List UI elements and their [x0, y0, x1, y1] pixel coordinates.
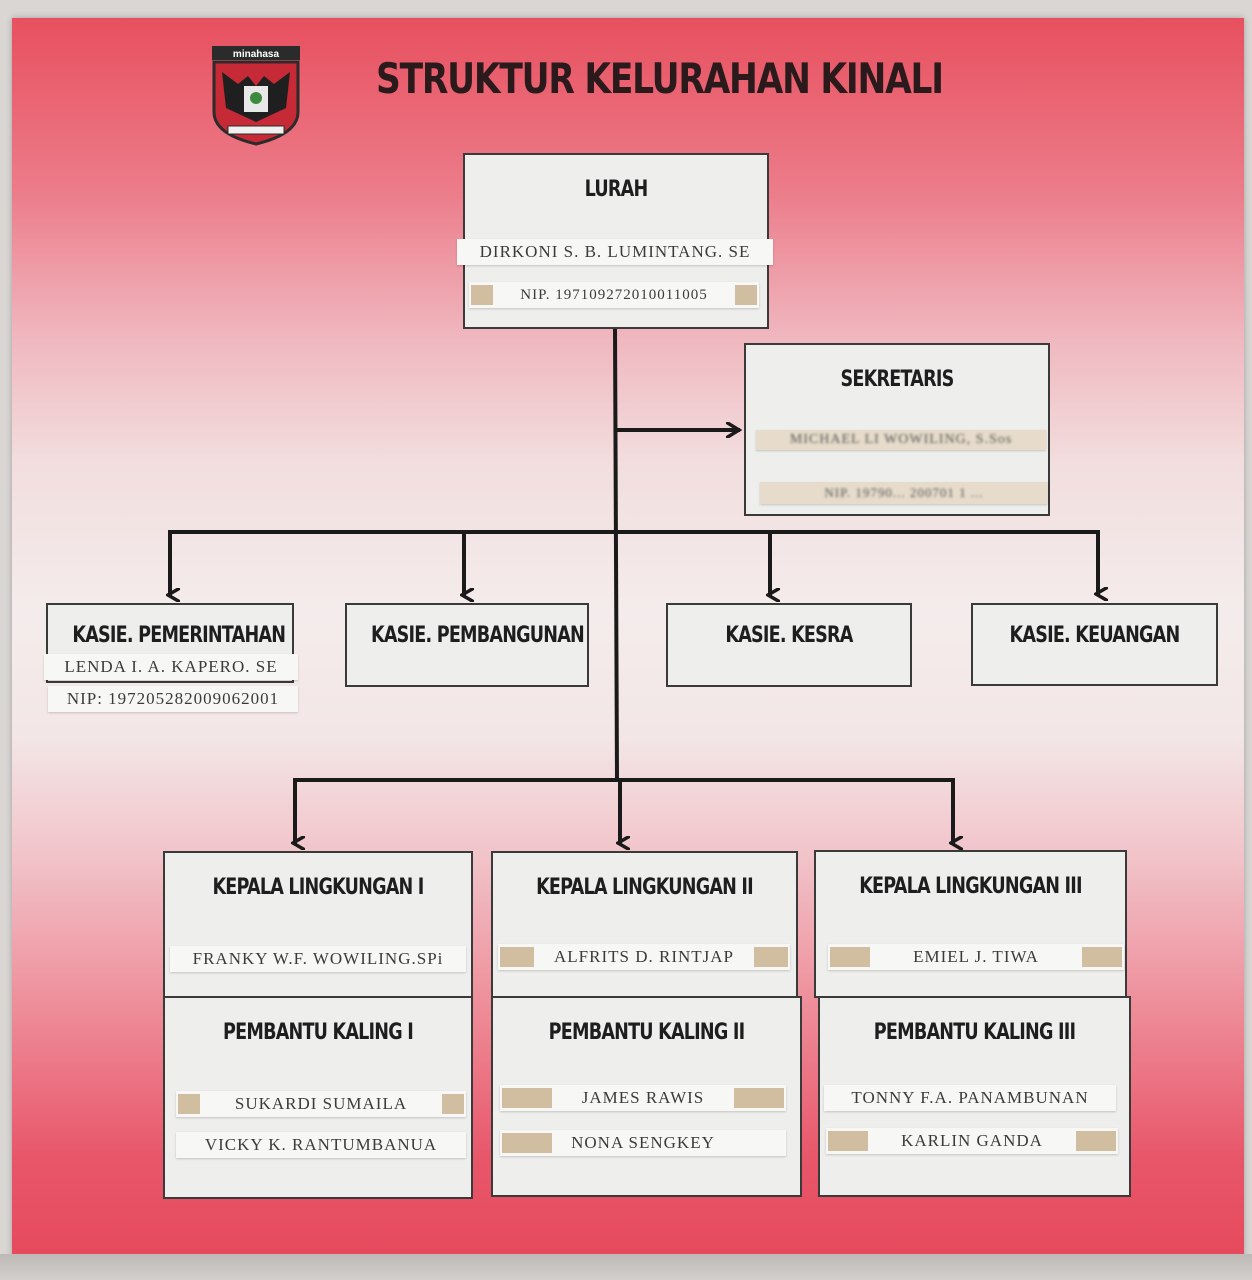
kepala-lingkungan-3-name: EMIEL J. TIWA [913, 947, 1039, 966]
kepala-lingkungan-3-box: KEPALA LINGKUNGAN III [814, 850, 1127, 998]
tape-decoration [502, 1088, 552, 1108]
pembantu-kaling-1-name-2-label: VICKY K. RANTUMBANUA [176, 1132, 466, 1158]
kasie-keuangan-box: KASIE. KEUANGAN [971, 603, 1218, 686]
tape-decoration [471, 285, 493, 305]
kasie-keuangan-title: KASIE. KEUANGAN [1009, 623, 1181, 648]
pembantu-kaling-2-name-1: JAMES RAWIS [581, 1088, 705, 1107]
pembantu-kaling-1-title: PEMBANTU KALING I [223, 1020, 414, 1045]
kepala-lingkungan-2-name-label: ALFRITS D. RINTJAP [498, 944, 790, 970]
kepala-lingkungan-3-name-label: EMIEL J. TIWA [828, 944, 1124, 970]
lurah-nip-label: NIP. 197109272010011005 [469, 282, 759, 308]
tape-decoration [735, 285, 757, 305]
lurah-name-label: DIRKONI S. B. LUMINTANG. SE [457, 239, 773, 265]
kepala-lingkungan-2-name: ALFRITS D. RINTJAP [554, 947, 734, 966]
kepala-lingkungan-3-title: KEPALA LINGKUNGAN III [859, 874, 1082, 899]
kepala-lingkungan-2-title: KEPALA LINGKUNGAN II [536, 875, 754, 900]
pembantu-kaling-3-name-2: KARLIN GANDA [901, 1131, 1043, 1150]
sekretaris-name: MICHAEL LI WOWILING, S.Sos [789, 432, 1013, 447]
tape-decoration [1076, 1131, 1116, 1151]
tape-decoration [500, 947, 534, 967]
pembantu-kaling-2-name-1-label: JAMES RAWIS [500, 1085, 786, 1111]
pembantu-kaling-2-title: PEMBANTU KALING II [548, 1020, 745, 1045]
kepala-lingkungan-1-name-label: FRANKY W.F. WOWILING.SPi [170, 946, 466, 972]
kasie-kesra-title: KASIE. KESRA [725, 623, 853, 648]
pembantu-kaling-3-name-1-label: TONNY F.A. PANAMBUNAN [824, 1085, 1116, 1111]
tape-decoration [442, 1094, 464, 1114]
pembantu-kaling-2-name-2-label: NONA SENGKEY [500, 1130, 786, 1156]
pembantu-kaling-2-name-2: NONA SENGKEY [571, 1133, 715, 1152]
kasie-kesra-box: KASIE. KESRA [666, 603, 912, 687]
tape-decoration [178, 1094, 200, 1114]
kasie-pemerintahan-nip: NIP: 197205282009062001 [66, 689, 280, 708]
pembantu-kaling-3-name-1: TONNY F.A. PANAMBUNAN [851, 1088, 1089, 1107]
kepala-lingkungan-2-box: KEPALA LINGKUNGAN II [491, 851, 798, 998]
tape-decoration [830, 947, 870, 967]
wall-background [0, 1254, 1252, 1280]
kepala-lingkungan-1-name: FRANKY W.F. WOWILING.SPi [192, 949, 444, 968]
pembantu-kaling-1-name-2: VICKY K. RANTUMBANUA [204, 1135, 438, 1154]
kepala-lingkungan-1-box: KEPALA LINGKUNGAN I [163, 851, 473, 998]
kasie-pemerintahan-name-label: LENDA I. A. KAPERO. SE [44, 654, 298, 680]
page-title: STRUKTUR KELURAHAN KINALI [376, 54, 944, 103]
pembantu-kaling-1-name-1-label: SUKARDI SUMAILA [176, 1091, 466, 1117]
kepala-lingkungan-1-title: KEPALA LINGKUNGAN I [212, 875, 424, 900]
kasie-pemerintahan-name: LENDA I. A. KAPERO. SE [64, 657, 278, 676]
kasie-pembangunan-title: KASIE. PEMBANGUNAN [371, 623, 585, 648]
tape-decoration [734, 1088, 784, 1108]
sekretaris-name-label: MICHAEL LI WOWILING, S.Sos [756, 430, 1046, 450]
kasie-pembangunan-box: KASIE. PEMBANGUNAN [345, 603, 589, 687]
sekretaris-title: SEKRETARIS [840, 367, 955, 392]
lurah-title: LURAH [584, 177, 649, 202]
pembantu-kaling-1-name-1: SUKARDI SUMAILA [234, 1094, 408, 1113]
sekretaris-nip: NIP. 19790... 200701 1 ... [824, 485, 984, 500]
svg-text:minahasa: minahasa [233, 49, 280, 60]
tape-decoration [754, 947, 788, 967]
kasie-pemerintahan-title: KASIE. PEMERINTAHAN [72, 623, 286, 648]
kasie-pemerintahan-nip-label: NIP: 197205282009062001 [48, 686, 298, 712]
lurah-nip: NIP. 197109272010011005 [520, 287, 708, 303]
tape-decoration [828, 1131, 868, 1151]
pembantu-kaling-3-name-2-label: KARLIN GANDA [826, 1128, 1118, 1154]
pembantu-kaling-3-title: PEMBANTU KALING III [873, 1020, 1076, 1045]
sekretaris-nip-label: NIP. 19790... 200701 1 ... [760, 482, 1048, 504]
lurah-name: DIRKONI S. B. LUMINTANG. SE [479, 242, 751, 261]
tape-decoration [502, 1133, 552, 1153]
minahasa-emblem-icon: minahasa [212, 46, 300, 146]
tape-decoration [1082, 947, 1122, 967]
